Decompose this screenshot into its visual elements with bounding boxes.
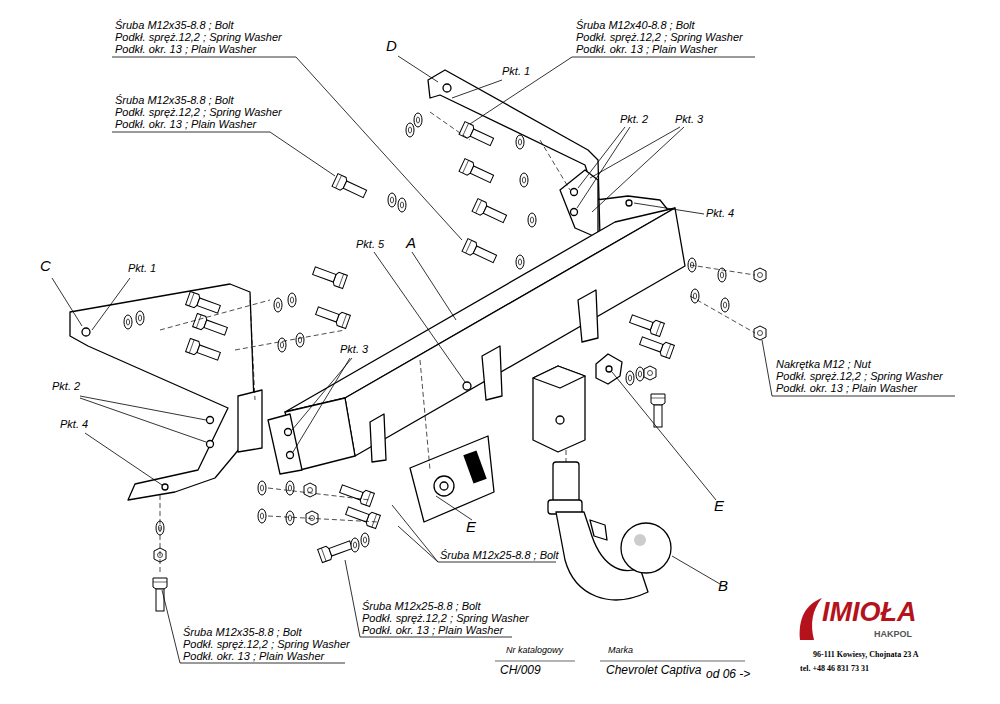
part-callout: Podkł. spręż.12,2 ; Spring Washer	[183, 638, 350, 650]
field-caption: Marka	[608, 646, 633, 656]
part-callout: Śruba M12x25-8.8 ; Bolt	[440, 549, 559, 561]
field-value: od 06 ->	[706, 668, 750, 681]
field-value: Chevrolet Captiva	[606, 664, 701, 677]
point-label: Pkt. 4	[706, 207, 734, 219]
part-callout: Śruba M12x40-8.8 ; Bolt	[576, 19, 695, 31]
view-letter: D	[386, 38, 397, 55]
part-callout: Śruba M12x25-8.8 ; Bolt	[362, 600, 481, 612]
point-label: Pkt. 2	[620, 113, 648, 125]
address-text: 96-111 Kowiesy, Chojnata 23 A	[813, 651, 919, 660]
part-callout: Podkł. okr. 13 ; Plain Washer	[183, 650, 324, 662]
point-label: Pkt. 5	[356, 238, 384, 250]
point-label: Pkt. 3	[340, 343, 368, 355]
part-callout: Podkł. okr. 13 ; Plain Washer	[576, 43, 717, 55]
point-label: Pkt. 1	[502, 65, 530, 77]
view-letter: A	[406, 235, 416, 252]
field-caption: Nr katalogowy	[506, 646, 563, 656]
logo-subtitle: HAKPOL	[874, 630, 912, 640]
part-callout: Podkł. spręż.12,2 ; Spring Washer	[776, 370, 943, 382]
part-callout: Podkł. spręż.12,2 ; Spring Washer	[115, 31, 282, 43]
view-letter: B	[718, 578, 728, 595]
point-label: Pkt. 3	[675, 113, 703, 125]
part-callout: Podkł. okr. 13 ; Plain Washer	[115, 118, 256, 130]
field-value: CH/009	[500, 664, 541, 677]
part-callout: Śruba M12x35-8.8 ; Bolt	[115, 19, 234, 31]
part-callout: Śruba M12x35-8.8 ; Bolt	[115, 94, 234, 106]
part-callout: Podkł. okr. 13 ; Plain Washer	[115, 43, 256, 55]
view-letter: C	[40, 258, 51, 275]
part-callout: Nakrętka M12 ; Nut	[776, 358, 871, 370]
logo-swoosh	[800, 598, 822, 640]
part-callout: Podkł. spręż.12,2 ; Spring Washer	[362, 612, 529, 624]
view-letter: E	[466, 519, 476, 536]
point-label: Pkt. 1	[128, 262, 156, 274]
part-callout: Podkł. okr. 13 ; Plain Washer	[776, 382, 917, 394]
part-callout: Śruba M12x35-8.8 ; Bolt	[183, 626, 302, 638]
point-label: Pkt. 4	[60, 418, 88, 430]
part-callout: Podkł. spręż.12,2 ; Spring Washer	[115, 106, 282, 118]
address-text: tel. +48 46 831 73 31	[800, 665, 869, 674]
logo-text: IMIOŁA	[822, 598, 917, 628]
point-label: Pkt. 2	[52, 380, 80, 392]
part-callout: Podkł. spręż.12,2 ; Spring Washer	[576, 31, 743, 43]
part-callout: Podkł. okr. 13 ; Plain Washer	[362, 624, 503, 636]
view-letter: E	[714, 498, 724, 515]
